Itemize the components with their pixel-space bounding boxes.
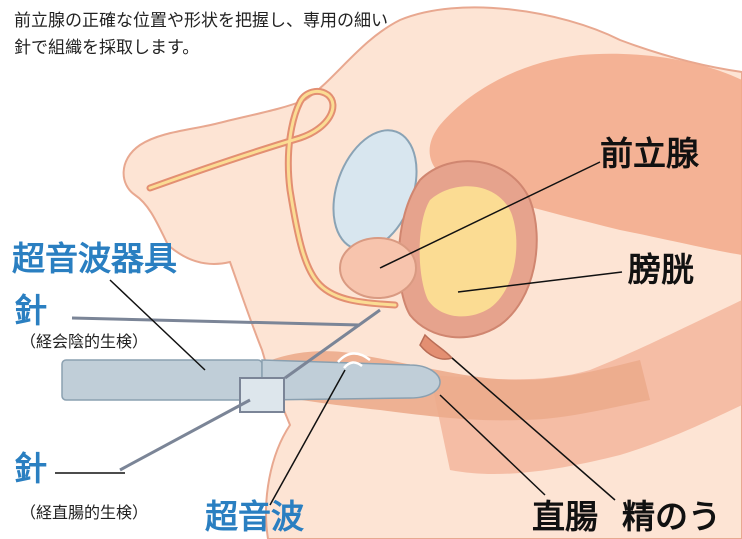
label-needle-perineal: 針 xyxy=(14,294,47,327)
label-needle-rectal-note: （経直腸的生検） xyxy=(20,505,148,521)
ultrasound-probe-body xyxy=(62,360,262,400)
label-ultrasound-device: 超音波器具 xyxy=(12,242,177,275)
label-seminal-vesicle: 精のう xyxy=(622,500,721,533)
label-needle-rectal: 針 xyxy=(14,452,47,485)
ultrasound-probe-tip xyxy=(262,360,440,400)
label-needle-perineal-note: （経会陰的生検） xyxy=(20,334,148,350)
leader-ultrasound-device xyxy=(110,280,205,370)
needle-rectal-line xyxy=(120,400,250,470)
prostate xyxy=(340,238,416,298)
needle-guide-block xyxy=(240,378,284,412)
caption-line-1: 前立腺の正確な位置や形状を把握し、専用の細い xyxy=(14,8,388,35)
caption-line-2: 針で組織を採取します。 xyxy=(14,35,388,62)
label-ultrasound: 超音波 xyxy=(205,500,304,533)
label-prostate: 前立腺 xyxy=(600,137,699,170)
label-rectum: 直腸 xyxy=(532,500,598,533)
label-bladder: 膀胱 xyxy=(628,253,694,286)
caption: 前立腺の正確な位置や形状を把握し、専用の細い 針で組織を採取します。 xyxy=(14,8,388,62)
